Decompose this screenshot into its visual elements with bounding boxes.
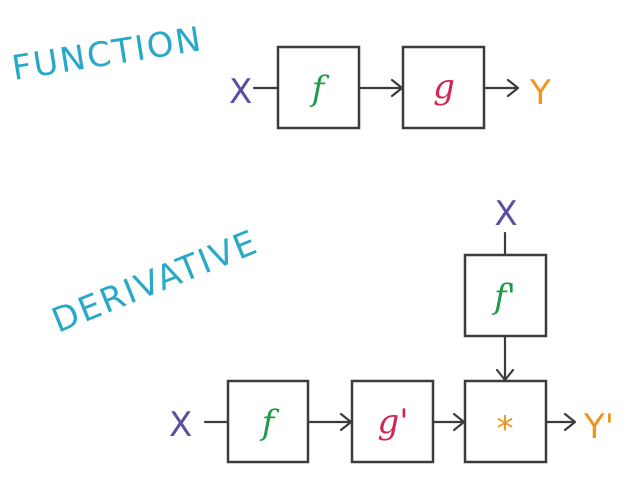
derivative-box-fprime-label: f' [491,277,516,317]
function-input-x: X [229,72,252,112]
derivative-box-gprime-label: g' [377,402,408,442]
function-box-f-label: f [309,69,330,109]
function-output-y: Y [529,73,551,113]
derivative-title: DERIVATIVE [46,222,264,341]
derivative-box-f-label: f [259,403,280,443]
derivative-input-x: X [169,405,192,445]
function-title: FUNCTION [9,19,205,89]
derivative-output-yprime: Y' [583,407,614,447]
function-arrow-g-y-head [506,78,520,98]
derivative-arrow-mult-y-head [563,412,577,432]
derivative-box-mult-label: * [497,409,514,449]
derivative-top-input-x: X [494,194,517,234]
function-box-g-label: g [433,67,455,107]
